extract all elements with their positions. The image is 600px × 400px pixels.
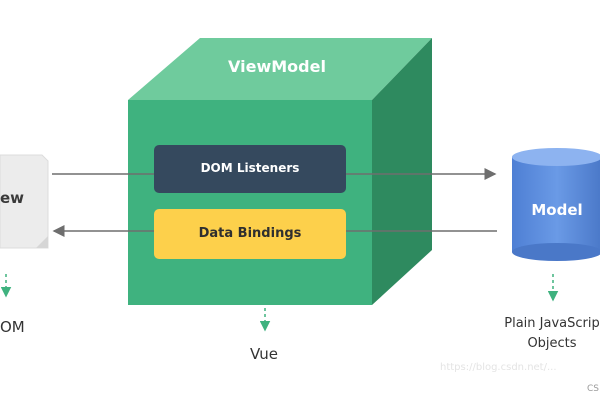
viewmodel-cube <box>128 38 432 305</box>
viewmodel-caption: Vue <box>250 345 278 363</box>
model-cylinder <box>512 148 600 261</box>
model-caption-line2: Objects <box>527 336 577 351</box>
model-caption: Plain JavaScrip Objects <box>492 314 600 354</box>
viewmodel-title: ViewModel <box>228 57 326 76</box>
model-caption-line1: Plain JavaScrip <box>504 316 600 331</box>
model-title: Model <box>531 201 583 219</box>
dom-listeners-box <box>154 145 346 193</box>
view-document <box>0 154 49 249</box>
watermark: https://blog.csdn.net/... <box>440 362 557 373</box>
data-bindings-box <box>154 209 346 259</box>
data-bindings-label: Data Bindings <box>198 226 302 241</box>
view-caption: OM <box>0 318 25 336</box>
dom-listeners-label: DOM Listeners <box>200 161 300 175</box>
corner-mark: CS <box>587 384 599 394</box>
view-title: ew <box>0 189 25 207</box>
